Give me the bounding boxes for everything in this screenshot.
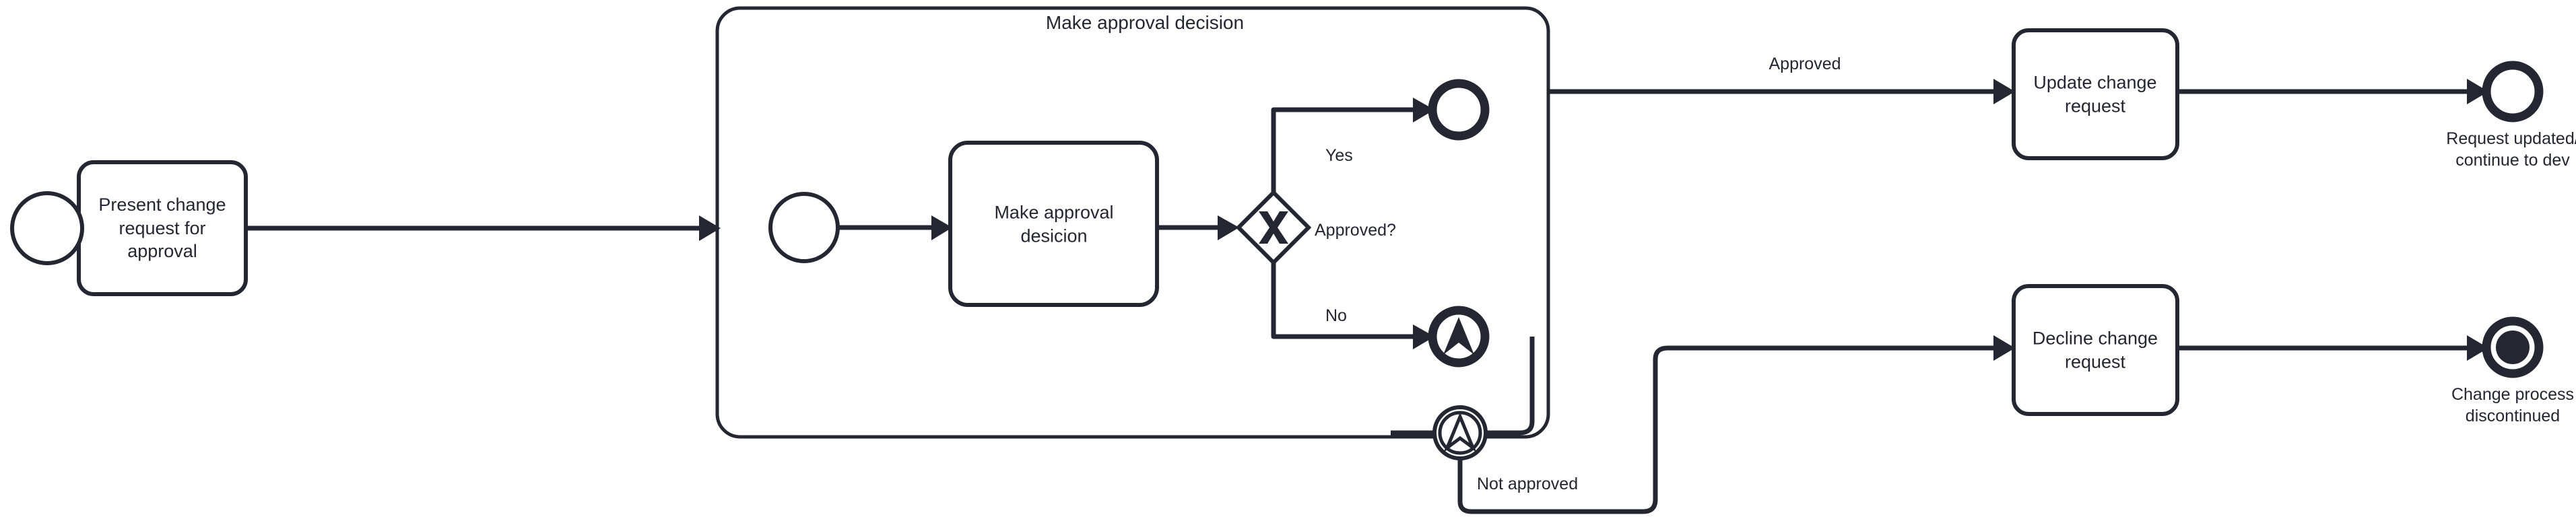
escalation-arrow-icon — [1443, 412, 1477, 453]
task-present-change-request[interactable] — [77, 160, 248, 296]
task-update-change-request[interactable] — [2012, 28, 2179, 160]
flow-substart-to-make-decision[interactable] — [838, 215, 952, 240]
task-decline-change-request[interactable] — [2012, 284, 2179, 416]
subprocess-end-event-escalation[interactable] — [1428, 306, 1490, 368]
flow-subprocess-to-update[interactable] — [1548, 79, 2015, 104]
flow-make-decision-to-gateway[interactable] — [1157, 215, 1239, 240]
boundary-event-escalation[interactable] — [1432, 405, 1488, 460]
flow-gateway-no[interactable] — [1271, 263, 1434, 349]
escalation-arrow-icon — [1443, 317, 1474, 355]
subprocess-end-event-approved[interactable] — [1428, 79, 1490, 141]
flow-boundary-to-decline[interactable] — [1457, 335, 2015, 514]
task-make-approval-desicion[interactable] — [948, 141, 1159, 307]
exclusive-x-icon — [1259, 211, 1288, 244]
end-event-request-updated[interactable] — [2482, 61, 2544, 123]
gateway-approved[interactable] — [1235, 189, 1312, 266]
subprocess-start-event[interactable] — [768, 192, 840, 263]
flow-decline-to-terminate[interactable] — [2177, 335, 2488, 361]
flow-gateway-yes[interactable] — [1271, 98, 1434, 193]
flow-update-to-end[interactable] — [2177, 79, 2488, 104]
boundary-attach-line — [1391, 337, 1535, 436]
end-event-terminate[interactable] — [2482, 316, 2544, 378]
flow-present-to-subprocess[interactable] — [246, 215, 721, 241]
start-event[interactable] — [10, 191, 84, 265]
terminate-disc-icon — [2496, 331, 2530, 364]
